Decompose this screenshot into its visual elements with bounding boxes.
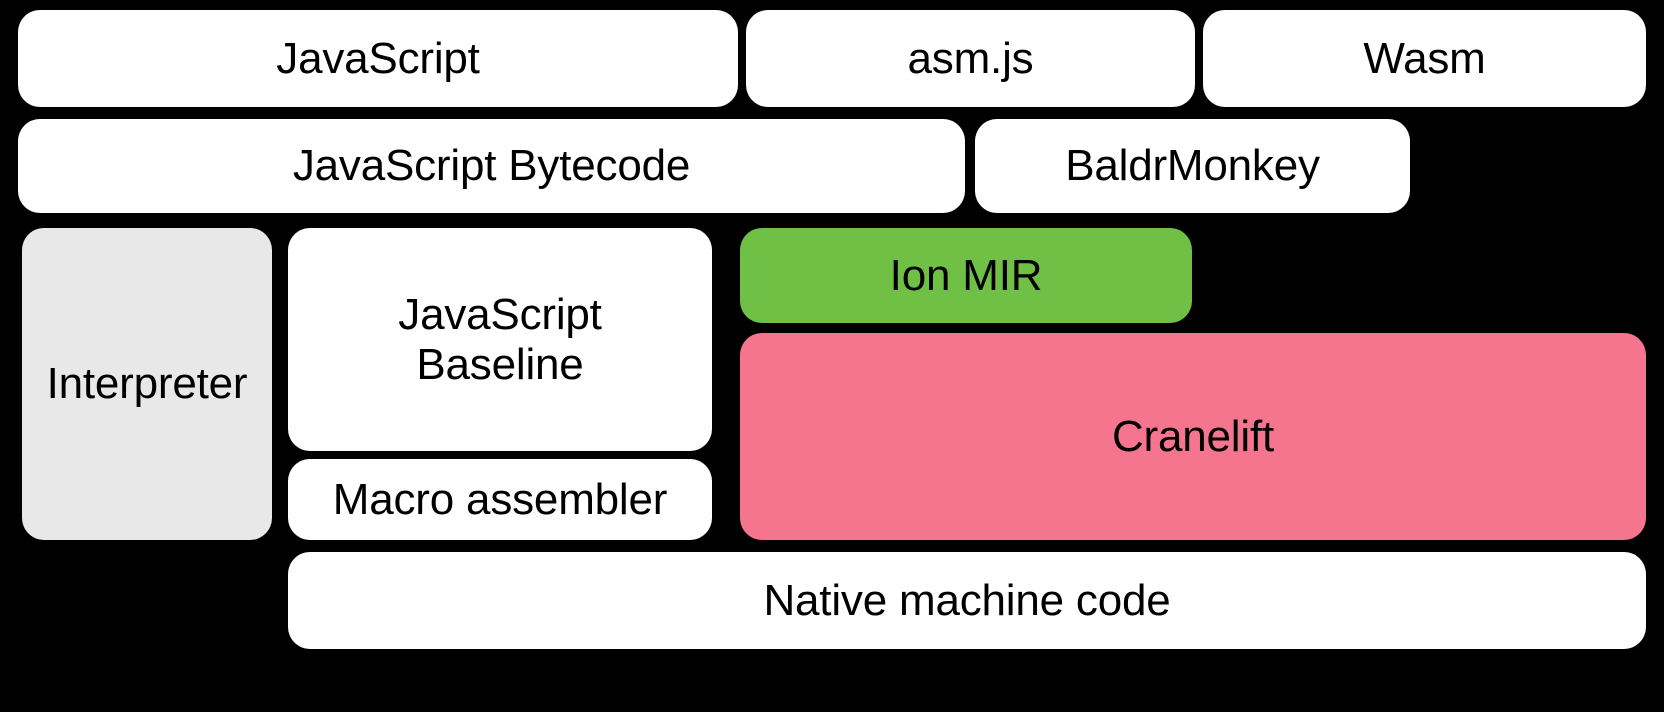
block-baldrmonkey: BaldrMonkey: [975, 119, 1410, 213]
block-javascript: JavaScript: [18, 10, 738, 107]
block-javascript-baseline: JavaScript Baseline: [288, 228, 712, 451]
block-wasm: Wasm: [1203, 10, 1646, 107]
block-ion-mir: Ion MIR: [740, 228, 1192, 323]
block-native-machine-code: Native machine code: [288, 552, 1646, 649]
block-macro-assembler: Macro assembler: [288, 459, 712, 540]
block-asm-js: asm.js: [746, 10, 1195, 107]
block-cranelift: Cranelift: [740, 333, 1646, 540]
block-interpreter: Interpreter: [22, 228, 272, 540]
block-javascript-bytecode: JavaScript Bytecode: [18, 119, 965, 213]
